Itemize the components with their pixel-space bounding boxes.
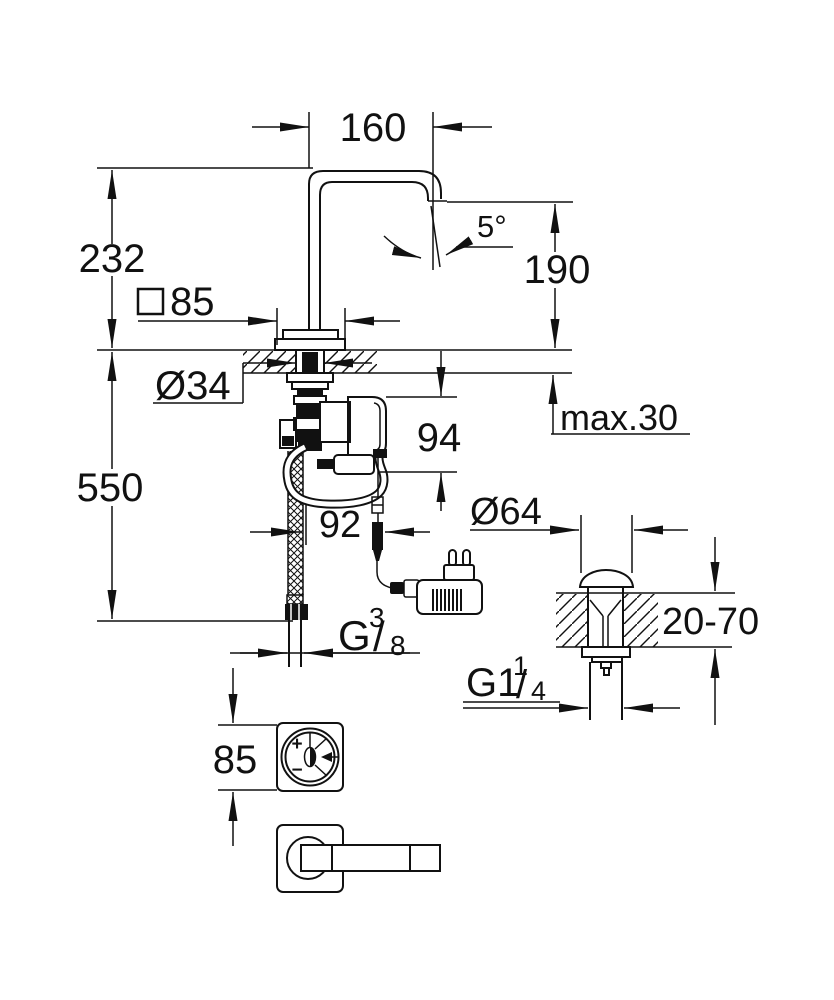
drain-assembly [556,568,735,720]
dim-height-above-deck: 232 [79,237,146,281]
dim-angle: 5° [477,209,507,244]
dim-spout-height: 190 [524,248,591,292]
dim-supply-thread-slash: / [373,613,385,660]
hose-nut [285,604,308,620]
remote-control: + − [276,722,344,792]
lever-handle [276,824,441,893]
drain-tailpipe [589,662,623,720]
dial-plus-label: + [291,734,302,755]
dim-base-square: 85 [170,280,215,324]
dim-waste-thread-g: G1 [466,661,519,705]
hose-clip [279,419,297,449]
valve-body [319,401,351,443]
cable-plug [390,582,404,594]
faucet-spout [274,170,447,351]
dim-unit-offset: 92 [319,504,361,546]
adapter-ribs [432,589,462,611]
dim-waste-thread-den: 4 [531,676,546,706]
dim-unit-height: 94 [417,416,462,460]
dial-minus-label: − [291,760,302,781]
plug-base [443,564,475,581]
washer [286,372,334,383]
dim-hose-length: 550 [77,466,144,510]
dim-waste-deck-range: 20-70 [662,601,759,643]
plug-pin [462,549,471,567]
hose-end [286,594,304,605]
counter-hatch-left [243,351,296,373]
dim-deck-max: max.30 [560,397,678,438]
square-symbol-icon [136,287,165,316]
drain-flange [581,646,631,658]
dim-waste-diameter: Ø64 [470,491,542,533]
dim-supply-thread-num: 3 [369,602,385,633]
dim-supply-thread-den: 8 [390,630,406,661]
dial-arrow-icon [321,752,332,762]
connector-box [333,454,375,475]
dimension-lines [97,112,720,846]
dim-waste-thread-num: 1 [513,651,528,681]
supply-tube [288,620,302,667]
base-plate [274,338,346,351]
dim-remote-size: 85 [213,738,258,782]
mounting-nut [291,381,329,390]
popup-cap [578,568,635,588]
power-adapter [416,549,483,615]
under-counter-assembly [279,372,389,667]
dim-waste-thread-slash: / [516,663,528,707]
dim-spout-reach: 160 [340,106,407,150]
sensor-cable [371,458,420,598]
handle-lever [300,844,441,872]
spout-collar [282,329,339,340]
dim-hole-diameter: Ø34 [155,364,231,408]
plug-pin [448,549,457,567]
counter-hatch-right [324,351,377,373]
drain-body [587,593,624,647]
dimension-labels: 160 5° 190 232 85 Ø34 max.30 94 92 550 Ø… [77,106,760,782]
dim-supply-thread-g: G [338,612,371,659]
